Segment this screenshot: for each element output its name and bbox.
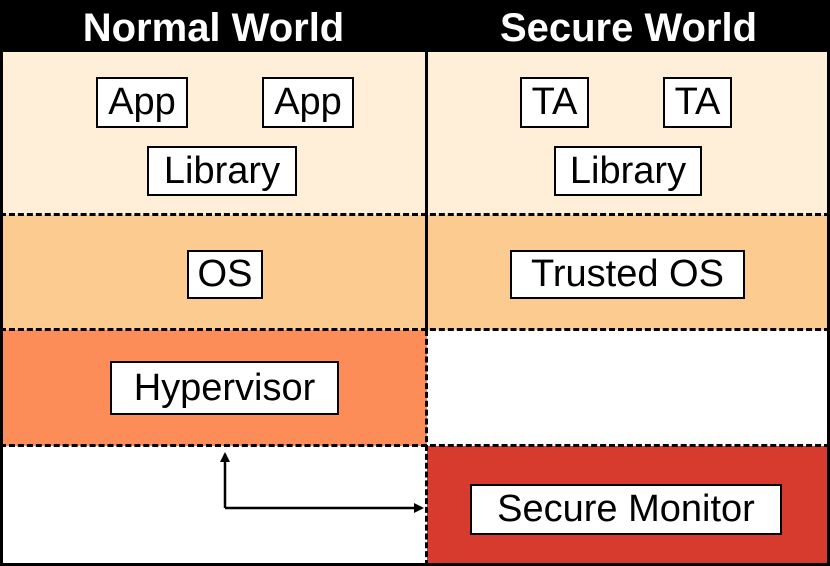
divider-user-os	[0, 213, 830, 216]
normal-library-box: Library	[147, 146, 297, 196]
ta-box-1: TA	[520, 77, 589, 128]
divider-os-hypervisor	[0, 328, 830, 331]
divider-hypervisor-monitor	[0, 444, 830, 447]
world-divider-lower	[425, 330, 428, 566]
secure-hypervisor-level-band	[427, 330, 830, 446]
normal-monitor-level-band	[0, 446, 427, 566]
os-box: OS	[187, 250, 263, 299]
trusted-os-box: Trusted OS	[510, 250, 745, 299]
app-box-2: App	[262, 77, 354, 128]
secure-library-box: Library	[554, 146, 702, 196]
world-divider-upper	[425, 52, 428, 330]
secure-world-header: Secure World	[427, 0, 830, 52]
hypervisor-box: Hypervisor	[110, 361, 339, 415]
secure-monitor-box: Secure Monitor	[470, 484, 782, 535]
normal-world-header: Normal World	[0, 0, 427, 52]
ta-box-2: TA	[663, 77, 732, 128]
app-box-1: App	[96, 77, 188, 128]
